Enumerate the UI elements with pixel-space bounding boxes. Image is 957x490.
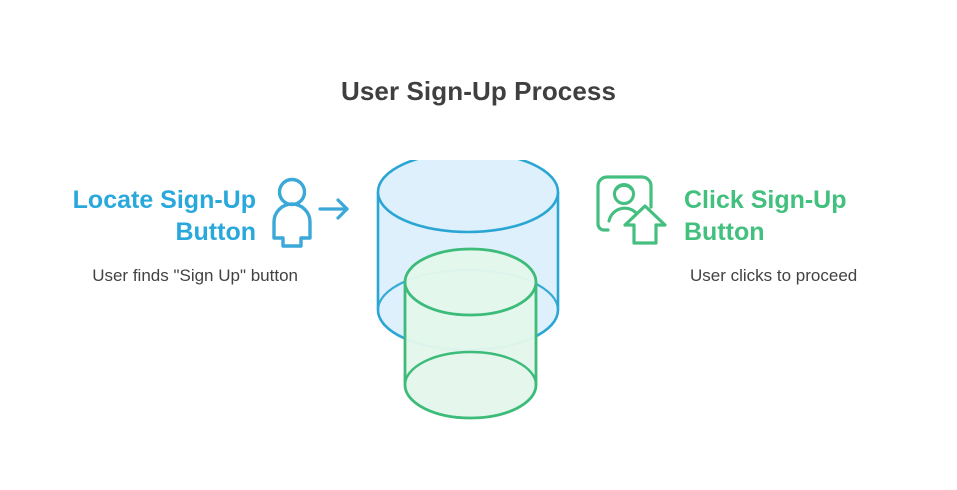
overlapping-cylinders-graphic bbox=[362, 150, 578, 435]
step-locate-label: Locate Sign-Up Button bbox=[72, 186, 256, 246]
person-arrow-icon bbox=[270, 172, 352, 248]
cylinder-green bbox=[403, 247, 538, 420]
page-title: User Sign-Up Process bbox=[340, 76, 617, 106]
step-locate: Locate Sign-Up Button User finds "Sign U… bbox=[22, 172, 352, 288]
step-locate-header: Locate Sign-Up Button bbox=[22, 172, 352, 248]
user-card-up-arrow-icon bbox=[596, 172, 670, 248]
step-click-header: Click Sign-Up Button bbox=[596, 172, 936, 248]
step-click: Click Sign-Up Button User clicks to proc… bbox=[596, 172, 936, 288]
step-click-label: Click Sign-Up Button bbox=[684, 186, 847, 246]
step-click-description: User clicks to proceed bbox=[690, 266, 858, 285]
step-locate-description: User finds "Sign Up" button bbox=[92, 266, 298, 285]
